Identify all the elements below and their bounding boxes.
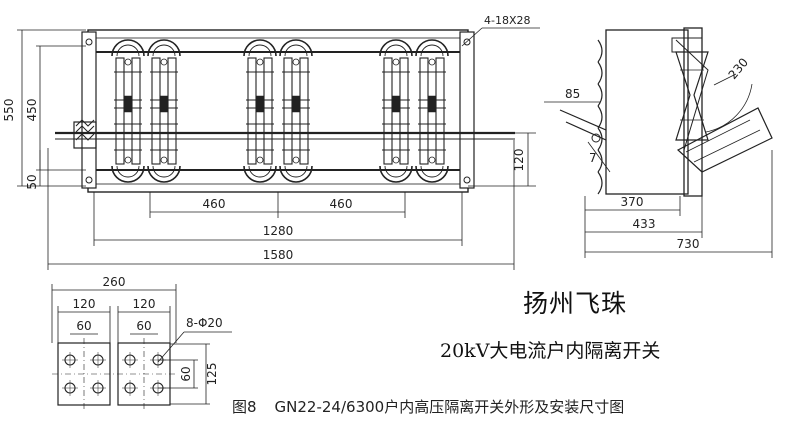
right-mount-plate [459,31,475,189]
dim-depth-1: 370 [621,195,644,209]
dim-width-overall: 1580 [263,248,294,262]
brand-title: 扬州飞珠 [523,289,628,318]
dim-arm-offset: 85 [565,87,580,101]
post-insulator [675,51,709,141]
pole-groups [111,39,449,183]
side-view: 85 230 7 370 433 730 [544,27,773,258]
base-frame [87,29,469,193]
contact-bolt-icon [428,156,436,164]
hole-note: 8-Φ20 [186,316,223,330]
figure-caption: 图8 GN22-24/6300户内高压隔离开关外形及安装尺寸图 [232,396,624,417]
dim-plate-total: 260 [103,275,126,289]
side-dimensions [544,101,773,258]
dim-plate-height: 125 [205,363,219,386]
contact-bolt-icon [160,156,168,164]
side-frame [683,27,703,197]
mount-hole-icon [85,38,93,46]
contact-bolt-icon [124,156,132,164]
dim-hole-pitch-right: 60 [136,319,151,333]
pole-column [147,39,181,183]
dim-height-overall: 550 [2,99,16,122]
dim-shaft-height: 120 [512,149,526,172]
dim-depth-2: 433 [633,217,656,231]
contact-bolt-icon [256,156,264,164]
figure-number: 图8 [232,398,257,416]
mount-hole-icon [85,176,93,184]
left-mount-plate [81,31,97,189]
pole-column [111,39,145,183]
knife-blade [676,107,773,173]
side-insulator [597,39,603,195]
figure-caption-text: GN22-24/6300户内高压隔离开关外形及安装尺寸图 [274,398,625,416]
width-dimensions [47,140,515,270]
shaft-pivot-icon [591,133,601,143]
terminal-dimensions [51,284,232,405]
contact-bolt-icon [160,58,168,66]
contact-bolt-icon [124,58,132,66]
pole-column [243,39,277,183]
slot-note: 4-18X28 [484,14,531,27]
dim-depth-overall: 730 [677,237,700,251]
dim-plate-left-width: 120 [73,297,96,311]
height-dimensions [17,29,86,187]
operating-crank [73,119,97,149]
contact-bolt-icon [256,58,264,66]
shaft-height-dimension [461,27,540,187]
dim-shaft-offset: 7 [589,151,597,165]
dim-hole-pitch-vertical: 60 [179,366,193,381]
mount-hole-icon [463,38,471,46]
contact-bolt-icon [392,156,400,164]
dim-pitch-1: 460 [203,197,226,211]
mount-hole-icon [463,176,471,184]
contact-bolt-icon [428,58,436,66]
dim-hole-pitch-left: 60 [76,319,91,333]
dim-height-inner: 450 [25,99,39,122]
contact-bolt-icon [292,156,300,164]
pole-column [379,39,413,183]
terminal-plate-view: 260 120 120 60 60 60 125 8-Φ20 [51,275,232,410]
product-title: 20kV大电流户内隔离开关 [440,340,661,362]
terminal-holes [62,352,166,396]
pole-column [279,39,313,183]
contact-bolt-icon [392,58,400,66]
pole-column [415,39,449,183]
contact-bolt-icon [292,58,300,66]
dim-blade-radius: 230 [726,55,751,82]
dim-height-base: 50 [25,174,39,189]
dim-plate-right-width: 120 [133,297,156,311]
dim-width-inner: 1280 [263,224,294,238]
dim-pitch-2: 460 [330,197,353,211]
front-view: 550 450 50 120 4-18X28 460 460 1280 [2,14,540,270]
